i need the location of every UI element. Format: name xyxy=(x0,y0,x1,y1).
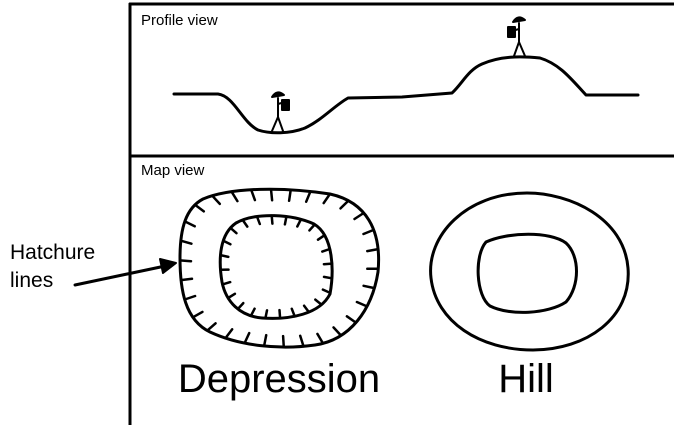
hiker-on-hill-icon xyxy=(507,16,526,57)
hatchure-tick xyxy=(314,298,323,306)
callout-arrow xyxy=(73,258,177,287)
hatchure-tick xyxy=(366,247,380,253)
panel-frames xyxy=(128,2,674,425)
hatchure-tick xyxy=(179,277,194,282)
hatchure-tick xyxy=(224,328,234,340)
hatchure-tick xyxy=(362,228,375,236)
hatchure-tick xyxy=(355,300,369,308)
hatchure-tick xyxy=(249,188,257,202)
hatchure-tick xyxy=(339,199,350,210)
hatchure-tick xyxy=(345,315,358,324)
hatchure-callout-line1: Hatchure xyxy=(10,241,96,264)
hatchure-tick xyxy=(183,220,196,228)
hatchure-tick xyxy=(219,253,230,259)
hatchure-tick xyxy=(321,288,332,295)
map-view-label: Map view xyxy=(141,162,205,179)
depression-label: Depression xyxy=(177,357,381,401)
hatchure-tick xyxy=(308,223,316,232)
hatchure-tick xyxy=(236,301,245,311)
hatchure-tick xyxy=(178,259,193,263)
hill-label: Hill xyxy=(498,357,554,401)
hatchure-tick xyxy=(191,310,204,319)
hill-outer-contour xyxy=(429,191,630,352)
depression-outer-contour xyxy=(178,187,381,349)
hatchure-tick xyxy=(321,247,332,253)
hatchure-tick xyxy=(249,307,256,318)
hatchure-tick xyxy=(353,211,365,221)
hatchure-tick xyxy=(270,214,274,225)
hatchure-tick xyxy=(304,190,312,203)
hatchure-tick xyxy=(226,292,237,300)
hatchure-tick xyxy=(229,226,238,235)
hatchure-tick xyxy=(316,332,325,345)
hatchure-tick xyxy=(296,218,303,228)
hatchure-tick xyxy=(287,188,292,203)
hatchure-marks xyxy=(178,188,380,349)
hatchure-tick xyxy=(255,215,262,226)
hatchure-tick xyxy=(262,333,268,348)
profile-view-label: Profile view xyxy=(141,12,218,29)
hill-contours xyxy=(429,191,630,352)
depression-contours xyxy=(178,187,381,349)
hatchure-tick xyxy=(211,194,222,206)
profile-terrain-line xyxy=(172,55,640,135)
hatchure-tick xyxy=(269,188,274,202)
hatchure-tick xyxy=(322,192,332,205)
hatchure-tick xyxy=(183,294,197,301)
hatchure-tick xyxy=(290,307,296,318)
hiker-in-depression-icon xyxy=(271,91,290,132)
hatchure-tick xyxy=(322,275,334,280)
hatchure-tick xyxy=(362,284,376,290)
hatchure-tick xyxy=(316,233,326,241)
hatchure-tick xyxy=(281,334,286,349)
hatchure-tick xyxy=(322,262,334,266)
hill-inner-contour xyxy=(476,232,578,314)
depression-inner-contour xyxy=(218,214,334,320)
hatchure-tick xyxy=(302,304,311,314)
hatchure-tick xyxy=(298,334,305,348)
hatchure-tick xyxy=(243,331,251,345)
hatchure-tick xyxy=(278,308,282,320)
hatchure-tick xyxy=(179,239,193,245)
hatchure-tick xyxy=(241,218,249,228)
hatchure-tick xyxy=(206,322,217,332)
hatchure-tick xyxy=(222,239,232,246)
hatchure-tick xyxy=(221,280,232,286)
hatchure-callout-line2: lines xyxy=(10,269,54,292)
hatchure-tick xyxy=(193,203,206,213)
hatchure-tick xyxy=(264,309,269,320)
hatchure-tick xyxy=(283,215,288,226)
hatchure-tick xyxy=(332,326,343,337)
hatchure-tick xyxy=(230,190,239,203)
